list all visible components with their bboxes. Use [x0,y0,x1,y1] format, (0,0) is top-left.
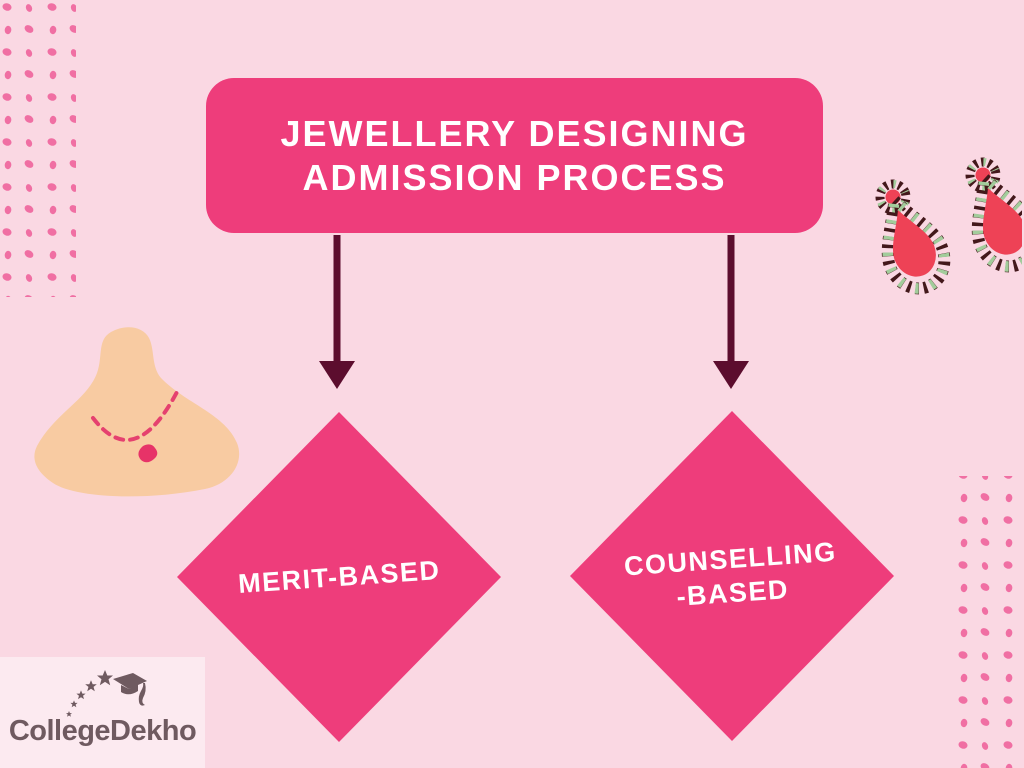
necklace-pendant [138,444,158,463]
graduation-cap-icon [113,673,147,706]
node-merit-based-label: MERIT-BASED [236,554,442,600]
title-banner: JEWELLERY DESIGNING ADMISSION PROCESS [206,78,823,233]
node-counselling-based: COUNSELLING -BASED [570,411,894,741]
stars-arc-icon [66,670,113,717]
earrings-illustration [822,148,1022,338]
brand-logo-art [66,670,147,717]
title-line-2: ADMISSION PROCESS [302,156,727,198]
connector-arrow-left [319,235,355,389]
dot-pattern-bottom-right-decoration [958,476,1024,768]
connector-arrow-right [713,235,749,389]
necklace-chain [91,388,180,442]
brand-box: CollegeDekho [0,657,205,768]
node-counselling-based-label: COUNSELLING -BASED [623,536,839,612]
necklace-illustration [34,327,240,497]
earring-right [952,153,1022,275]
brand-name: CollegeDekho [8,715,197,747]
title-line-1: JEWELLERY DESIGNING [280,112,749,154]
neck-shape [34,327,240,497]
dot-pattern-top-left-decoration [0,3,76,297]
earring-left [862,175,953,297]
